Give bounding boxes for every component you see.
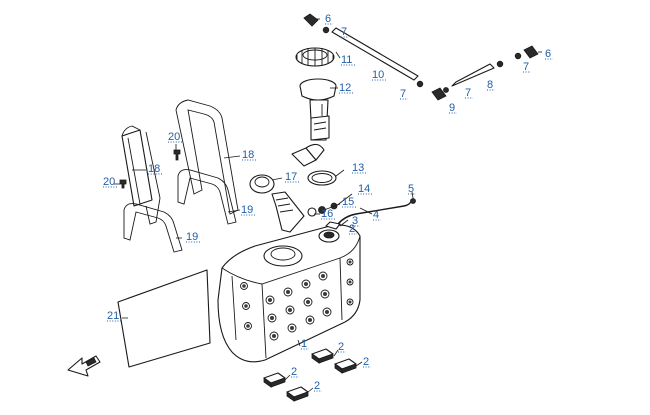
front-arrow-icon — [67, 355, 101, 377]
part-7-clamp-a — [322, 26, 330, 34]
callout-11: 11 — [341, 54, 352, 66]
part-19-strap-left — [123, 203, 183, 253]
callout-7: 7 — [400, 88, 406, 100]
part-4-hose — [337, 199, 413, 225]
part-10-hose — [331, 27, 419, 81]
part-12-fuel-pump — [291, 78, 337, 167]
part-2-pads — [263, 348, 357, 402]
part-17-filler-neck — [249, 174, 305, 233]
callout-8: 8 — [487, 79, 493, 91]
leader-lines — [114, 18, 542, 393]
part-1-fuel-tank — [217, 224, 361, 363]
callout-20: 20 — [168, 131, 180, 143]
part-20-bolt-a — [173, 149, 181, 161]
callout-3: 3 — [352, 215, 358, 227]
part-16-grommet — [307, 207, 317, 217]
callout-17: 17 — [285, 171, 297, 183]
callout-2: 2 — [349, 223, 355, 235]
callout-7: 7 — [341, 26, 347, 38]
callout-labels: 1 2 2 2 2 2 3 4 5 6 6 7 7 7 7 8 9 10 1 — [103, 13, 553, 392]
callout-19: 19 — [241, 204, 253, 216]
callout-15: 15 — [342, 196, 354, 208]
part-20-bolt-b — [119, 179, 127, 189]
part-8-hose — [451, 63, 495, 87]
callout-13: 13 — [352, 162, 364, 174]
callout-5: 5 — [408, 183, 414, 195]
callout-2: 2 — [363, 356, 369, 368]
callout-20: 20 — [103, 176, 115, 188]
part-6-connector-a — [303, 13, 319, 27]
callout-4: 4 — [373, 209, 379, 221]
callout-21: 21 — [107, 310, 119, 322]
callout-2: 2 — [338, 341, 344, 353]
part-11-lock-ring — [295, 47, 335, 67]
part-15-clamp — [318, 206, 326, 214]
callout-6: 6 — [545, 48, 551, 60]
callout-19: 19 — [186, 231, 198, 243]
part-21-sheet — [117, 269, 211, 368]
callout-16: 16 — [321, 208, 333, 220]
fuel-line-assembly — [303, 13, 539, 101]
callout-18: 18 — [148, 163, 160, 175]
part-13-o-ring-inner — [311, 173, 333, 183]
callout-7: 7 — [465, 87, 471, 99]
callout-10: 10 — [372, 69, 384, 81]
part-5-clip — [410, 198, 416, 204]
callout-14: 14 — [358, 183, 370, 195]
callout-2: 2 — [314, 380, 320, 392]
part-3-pipe — [325, 221, 341, 230]
part-7-clamp-b — [416, 80, 424, 88]
callout-9: 9 — [449, 102, 455, 114]
part-7-clamp-c — [496, 60, 504, 68]
callout-12: 12 — [339, 82, 351, 94]
callout-2: 2 — [291, 366, 297, 378]
part-18-strap-right — [175, 99, 239, 215]
part-7-clamp-d — [514, 52, 522, 60]
part-19-strap-right — [177, 169, 237, 225]
callout-18: 18 — [242, 149, 254, 161]
callout-6: 6 — [325, 13, 331, 25]
callout-1: 1 — [301, 338, 307, 350]
tank-ribs — [240, 258, 354, 341]
part-6-connector-b — [523, 45, 539, 59]
callout-7: 7 — [523, 61, 529, 73]
part-9-elbow — [431, 87, 447, 101]
